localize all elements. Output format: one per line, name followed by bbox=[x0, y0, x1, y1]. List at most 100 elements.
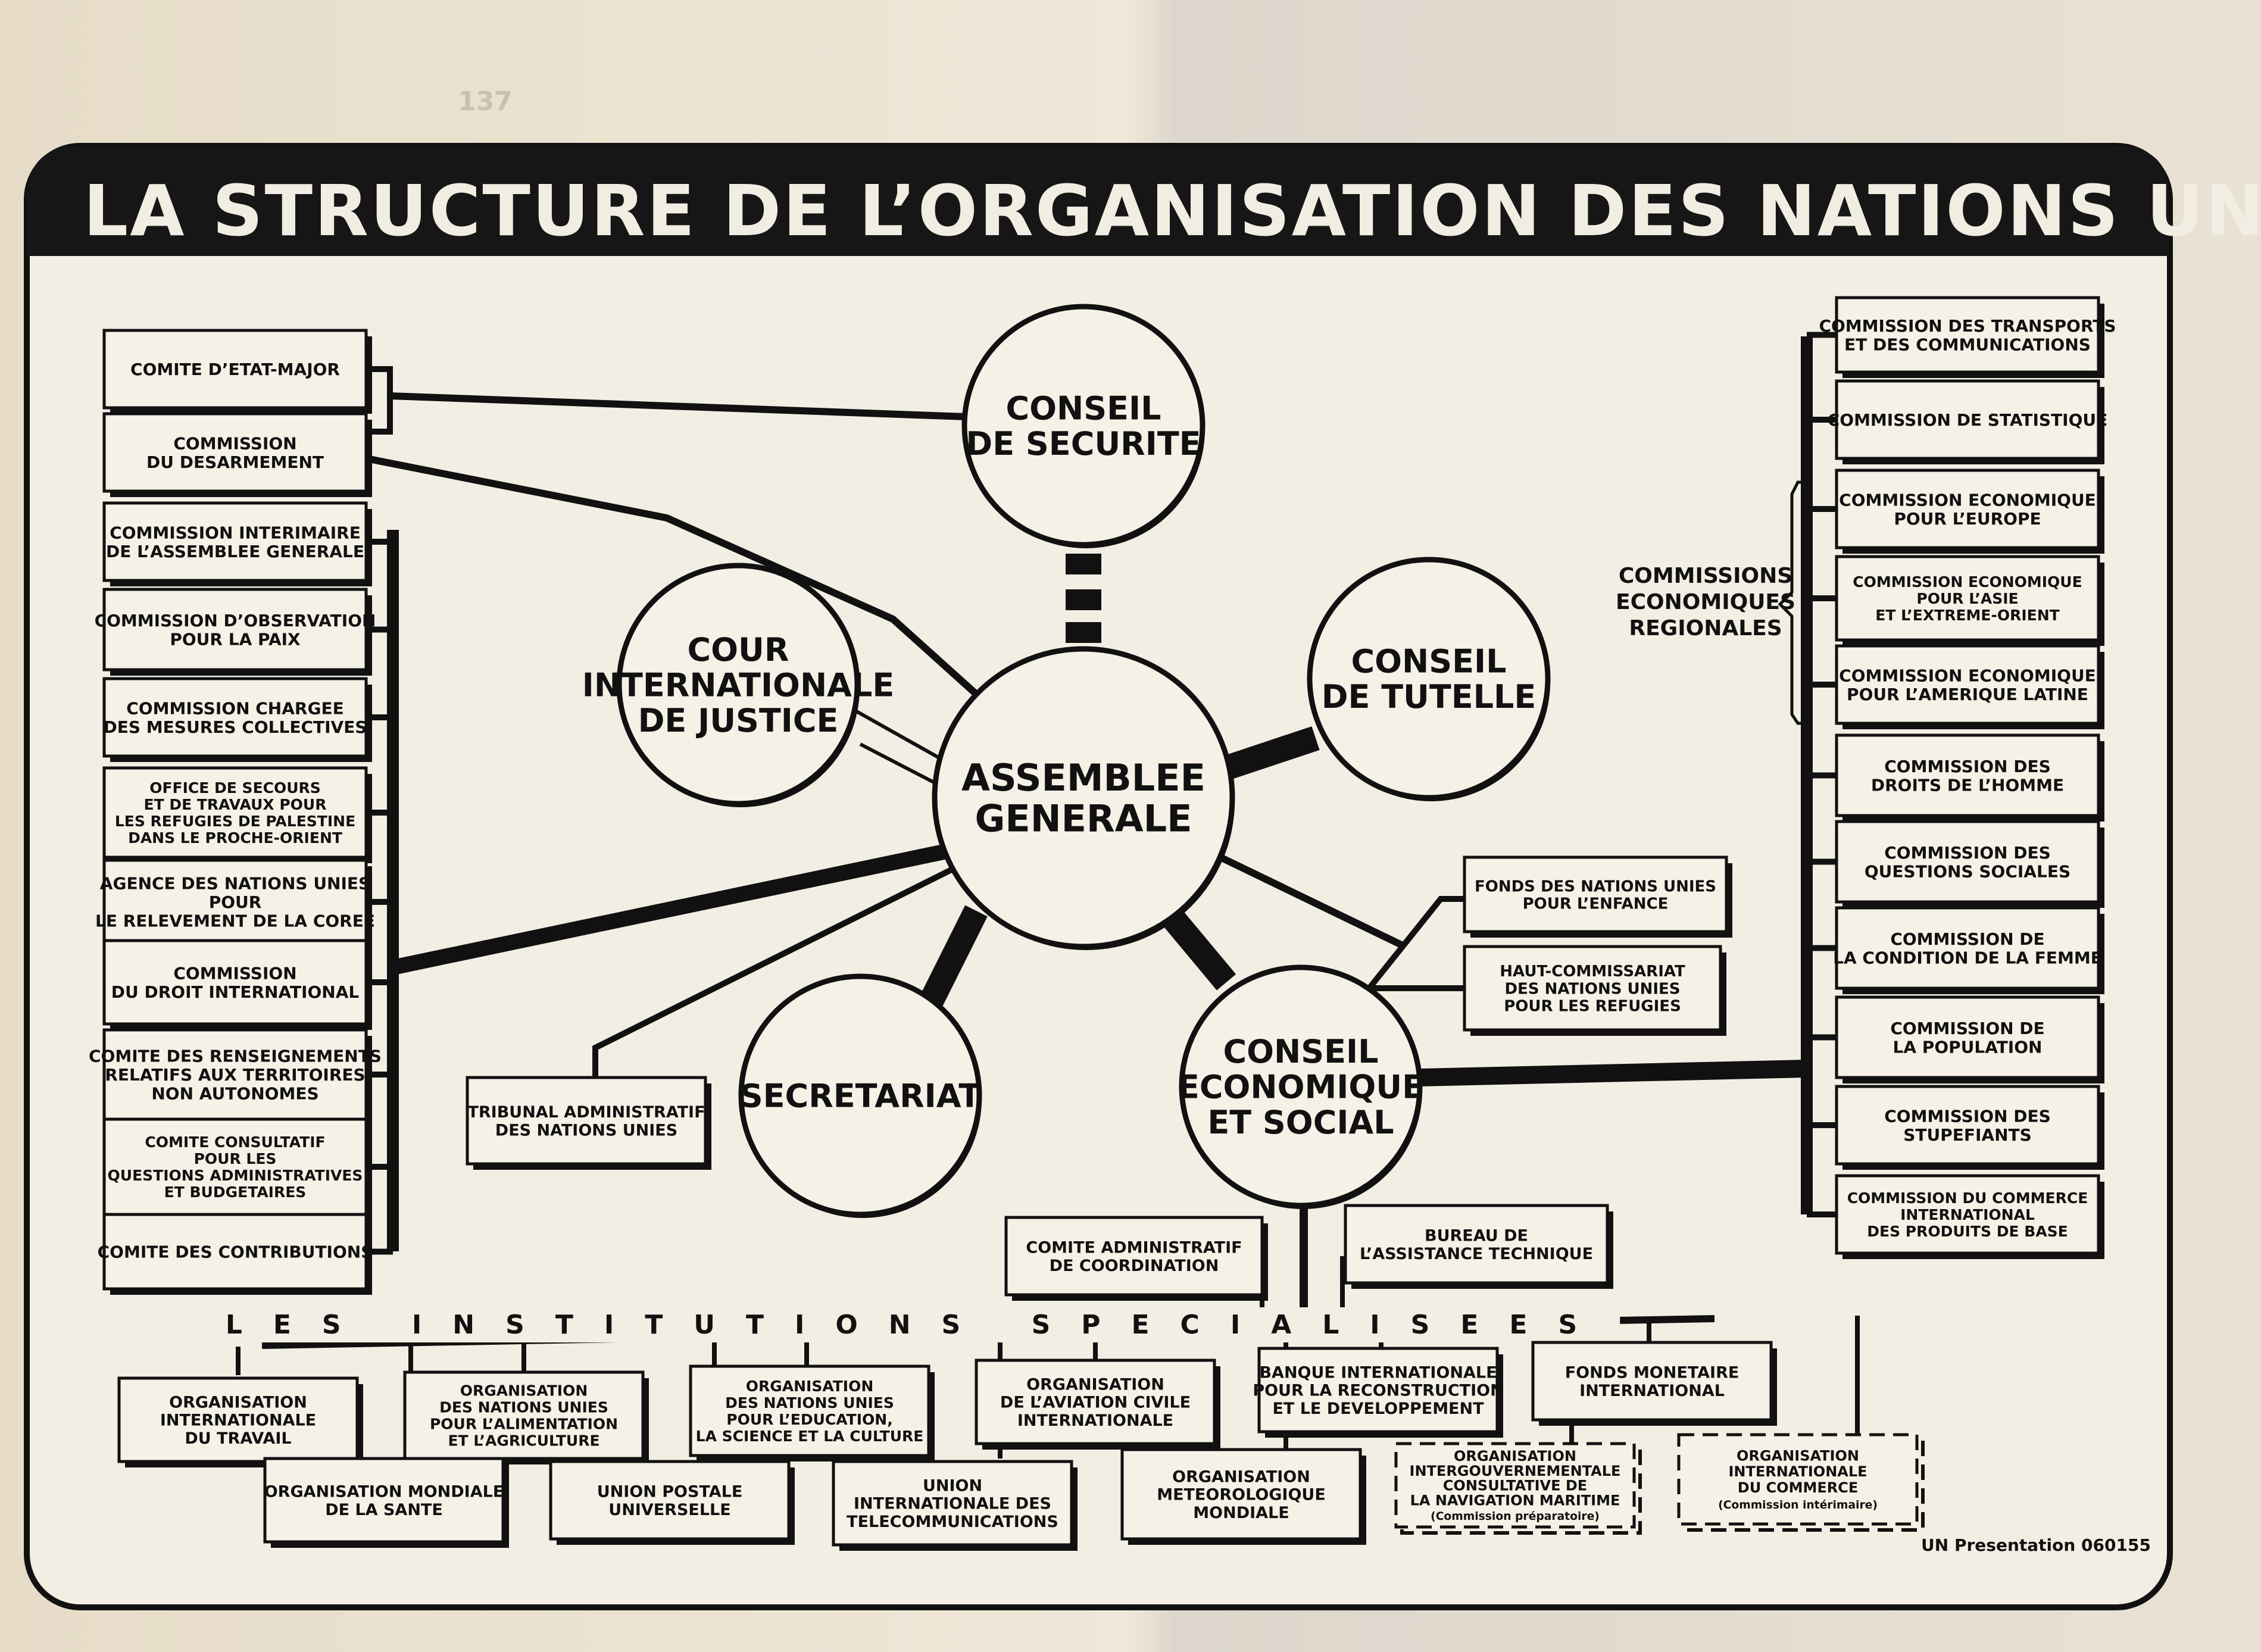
unhcr-box-frame bbox=[1463, 945, 1722, 1032]
left-box-frame bbox=[102, 677, 368, 758]
right-box-label-line: COMMISSION DE bbox=[1890, 1019, 2044, 1038]
acc-box-label-line: COMITE ADMINISTRATIF bbox=[1026, 1239, 1242, 1257]
left-box[interactable]: COMITE DES CONTRIBUTIONS bbox=[98, 1213, 373, 1295]
specialized-agency-box-label-line: POUR LA RECONSTRUCTION bbox=[1253, 1382, 1503, 1400]
specialized-agency-box-label-line: ORGANISATION bbox=[169, 1393, 307, 1411]
left-box-frame bbox=[102, 329, 368, 410]
left-box-frame bbox=[102, 1213, 368, 1291]
specialized-agency-box-label-line: UNION bbox=[923, 1476, 982, 1495]
specialized-agency-box-label-line: DU TRAVAIL bbox=[185, 1429, 291, 1448]
specialized-agency-box-label-line: ORGANISATION bbox=[1026, 1375, 1164, 1394]
secretariat-circle[interactable]: SECRETARIAT bbox=[738, 973, 982, 1218]
right-box[interactable]: COMMISSION DE STATISTIQUE bbox=[1828, 379, 2108, 464]
specialized-agency-box-frame bbox=[1531, 1341, 1773, 1422]
unicef-box-frame bbox=[1463, 855, 1728, 933]
specialized-agency-box-label-line: FONDS MONETAIRE bbox=[1565, 1364, 1740, 1382]
trusteeship-circle-label-line: DE TUTELLE bbox=[1322, 678, 1537, 716]
left-box[interactable]: COMITE D’ETAT-MAJOR bbox=[102, 329, 372, 414]
secretariat-assembly-line bbox=[917, 905, 988, 1012]
left-box-label-line: DU DESARMEMENT bbox=[146, 452, 324, 472]
left-box-frame bbox=[102, 501, 368, 582]
right-box-label-line: COMMISSION DU COMMERCE bbox=[1847, 1189, 2088, 1207]
left-box-label-line: LES REFUGIES DE PALESTINE bbox=[115, 813, 355, 830]
left-box-label-line: DE L’ASSEMBLEE GENERALE bbox=[106, 542, 364, 561]
specialized-agency-box-label-line: INTERNATIONALE bbox=[1017, 1411, 1173, 1430]
left-box-label-line: COMITE CONSULTATIF bbox=[145, 1133, 325, 1151]
ecosoc-circle-label-line: CONSEIL bbox=[1223, 1033, 1378, 1070]
specialized-agency-box-frame bbox=[975, 1359, 1216, 1445]
left-box-label-line: DANS LE PROCHE-ORIENT bbox=[128, 829, 342, 847]
left-box-label-line: DES MESURES COLLECTIVES bbox=[104, 717, 367, 737]
ecosoc-circle-label-line: ECONOMIQUE bbox=[1178, 1068, 1424, 1106]
left-box-label: COMITE D’ETAT-MAJOR bbox=[130, 360, 340, 379]
specialized-agency-box-label-line: ET LE DEVELOPPEMENT bbox=[1272, 1400, 1484, 1418]
specialized-agency-box-label-line: LA NAVIGATION MARITIME bbox=[1410, 1492, 1620, 1509]
right-box-label-line: LA CONDITION DE LA FEMME bbox=[1833, 948, 2102, 967]
left-box-label-line: COMMISSION D’OBSERVATION bbox=[95, 611, 376, 630]
right-box-label-line: INTERNATIONAL bbox=[1900, 1206, 2035, 1223]
right-box-frame bbox=[1835, 820, 2100, 904]
left-bus-assembly-line bbox=[391, 844, 948, 975]
right-box-label-line: ET DES COMMUNICATIONS bbox=[1844, 335, 2091, 354]
right-box-frame bbox=[1835, 995, 2100, 1079]
assembly-unicef-line bbox=[1219, 854, 1407, 950]
court-assembly-line bbox=[850, 707, 948, 764]
right-box-label-line: DROITS DE L’HOMME bbox=[1871, 775, 2064, 795]
specialized-agency-box-frame bbox=[549, 1460, 791, 1541]
court-circle-label-line: INTERNATIONALE bbox=[582, 666, 895, 704]
unhcr-box-label-line: POUR LES REFUGIES bbox=[1504, 997, 1681, 1015]
left-box-label-line: OFFICE DE SECOURS bbox=[149, 779, 321, 797]
